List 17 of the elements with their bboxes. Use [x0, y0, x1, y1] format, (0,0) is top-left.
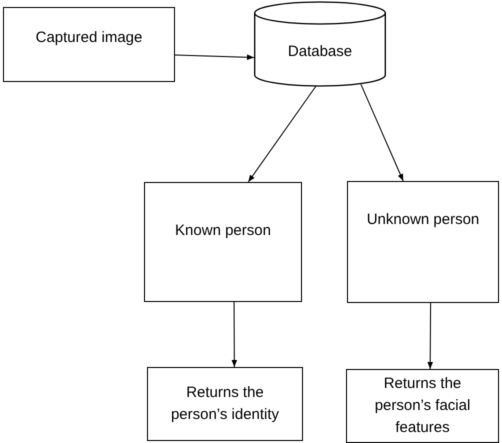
arrow: [232, 302, 238, 368]
process-box: [3, 7, 175, 82]
arrow: [248, 86, 317, 182]
node-label: Database: [288, 42, 352, 62]
arrow: [360, 84, 404, 182]
node-label: Unknown person: [366, 210, 480, 230]
process-box: [347, 181, 499, 303]
node-label: Captured image: [36, 28, 142, 48]
database-cylinder: [254, 2, 386, 86]
node-label: Returns the person’s identity: [170, 383, 280, 425]
node-label: Returns the person’s facial features: [374, 374, 472, 438]
process-box: [144, 182, 302, 302]
process-box: [147, 367, 303, 441]
process-box: [346, 369, 499, 443]
arrow: [174, 54, 254, 60]
node-label: Known person: [175, 221, 271, 242]
arrow: [427, 302, 433, 370]
